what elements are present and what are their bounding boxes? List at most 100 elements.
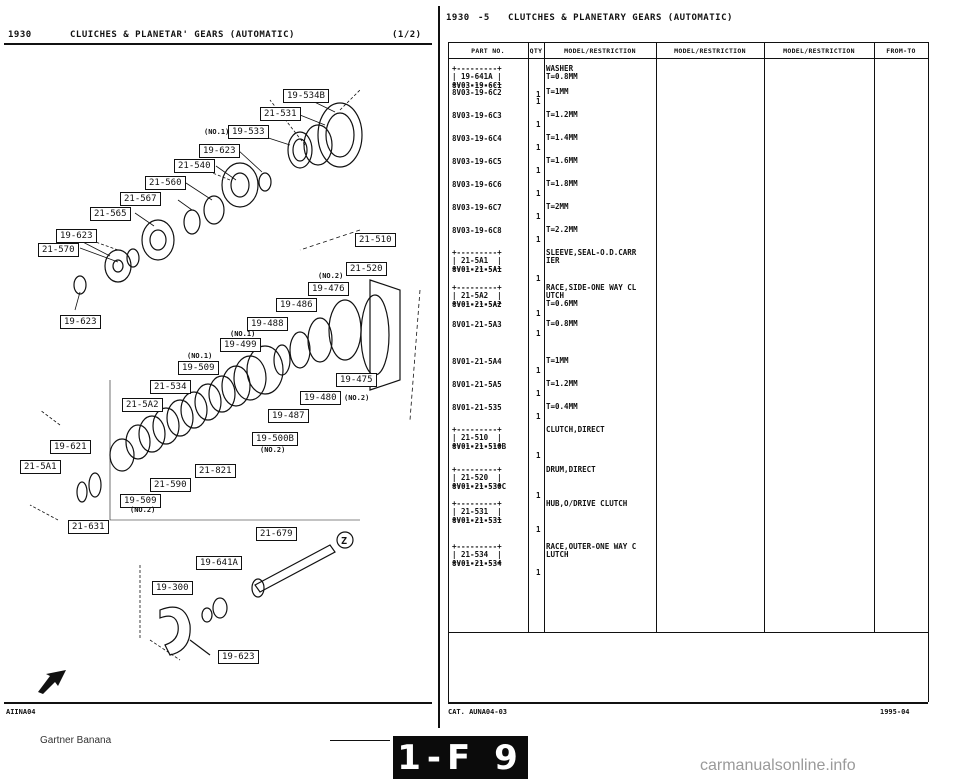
diagram-label: 19-623: [199, 144, 240, 158]
diagram-label: 19-488: [247, 317, 288, 331]
diagram-label: 19-533: [228, 125, 269, 139]
column-header-part-no: PART NO.: [471, 47, 505, 55]
col-line: [874, 42, 875, 632]
part-number: 8V03-19-6C4: [452, 134, 502, 143]
quantity: 1: [536, 568, 541, 577]
column-header-model-2: MODEL/RESTRICTION: [674, 47, 746, 55]
quantity: 1: [536, 451, 541, 460]
exploded-diagram: Z: [29, 89, 421, 661]
col-line: [528, 42, 529, 632]
part-number: 8V01-21-534: [452, 559, 502, 568]
part-number: 8V03-19-6C2: [452, 88, 502, 97]
page-divider: [438, 6, 440, 728]
quantity: 1: [536, 329, 541, 338]
diagram-note: (NO.1): [187, 352, 213, 360]
column-header-model-1: MODEL/RESTRICTION: [564, 47, 636, 55]
quantity: 1: [536, 143, 541, 152]
quantity: 1: [536, 525, 541, 534]
part-number: 8V03-19-6C5: [452, 157, 502, 166]
diagram-label: 21-560: [145, 176, 186, 190]
diagram-label: 21-567: [120, 192, 161, 206]
brake-band: [159, 606, 191, 656]
diagram-label: 19-623: [56, 229, 97, 243]
right-footer-date: 1995-04: [880, 708, 910, 716]
output-gear: [104, 249, 132, 283]
column-header-model-3: MODEL/RESTRICTION: [783, 47, 855, 55]
description: T=2MM: [546, 203, 569, 211]
group-reference: +---------+ | 21-5A1 | +---------+: [452, 248, 502, 273]
description: T=1.8MM: [546, 180, 578, 188]
description: RACE,SIDE-ONE WAY CL UTCH T=0.6MM: [546, 284, 637, 308]
diagram-label: 21-570: [38, 243, 79, 257]
quantity: 1: [536, 166, 541, 175]
diagram-label: 21-679: [256, 527, 297, 541]
table-bottom-rule: [448, 632, 928, 633]
description: CLUTCH,DIRECT: [546, 426, 605, 434]
right-header-dash: -5: [478, 13, 490, 23]
group-reference: +---------+ | 21-510 | +---------+: [452, 425, 502, 450]
diagram-label: 19-476: [308, 282, 349, 296]
description: T=0.4MM: [546, 403, 578, 411]
diagram-label: 19-534B: [283, 89, 329, 103]
part-number: 8V01-21-5A3: [452, 320, 502, 329]
diagram-label: 21-590: [150, 478, 191, 492]
description: WASHER T=0.8MM: [546, 65, 578, 81]
diagram-note: (NO.2): [130, 506, 156, 514]
part-number: 8V01-21-5A4: [452, 357, 502, 366]
watermark-right: carmanualsonline.info: [700, 757, 856, 774]
diagram-label: 19-487: [268, 409, 309, 423]
diagram-label: 21-821: [195, 464, 236, 478]
diagram-label: 19-621: [50, 440, 91, 454]
quantity: 1: [536, 389, 541, 398]
watermark-left: Gartner Banana: [40, 735, 112, 746]
part-number: 8V03-19-6C1: [452, 81, 502, 90]
left-footer-code: AIINA04: [6, 708, 36, 716]
col-line: [764, 42, 765, 632]
group-reference: +---------+ | 21-534 | +---------+: [452, 542, 502, 567]
z-marker: [336, 531, 354, 549]
diagram-label: 21-510: [355, 233, 396, 247]
right-footer-catalog: CAT. AUNA04-03: [448, 708, 508, 716]
description: T=1MM: [546, 357, 569, 365]
diagram-label: 21-531: [260, 107, 301, 121]
left-header-rule: [4, 43, 432, 45]
group-reference: +---------+ | 21-5A2 | +---------+: [452, 283, 502, 308]
diagram-label: 19-500B: [252, 432, 298, 446]
part-number: 8V01-21-5A5: [452, 380, 502, 389]
diagram-label: 19-509: [178, 361, 219, 375]
quantity: 1: [536, 212, 541, 221]
part-number: 8V03-19-6C3: [452, 111, 502, 120]
quantity: 1: [536, 189, 541, 198]
description: T=2.2MM: [546, 226, 578, 234]
description: T=1.6MM: [546, 157, 578, 165]
diagram-label: 21-5A2: [122, 398, 163, 412]
part-number: 8V01-21-530C: [452, 482, 507, 491]
part-number: 8V01-21-535: [452, 403, 502, 412]
description: T=0.8MM: [546, 320, 578, 328]
clutch-drum: [317, 102, 363, 168]
sun-gear: [141, 219, 175, 261]
diagram-label: 19-641A: [196, 556, 242, 570]
right-footer-rule: [448, 702, 928, 704]
thrust-washer: [212, 597, 228, 619]
hub-ring: [303, 124, 333, 166]
part-number: 8V01-21-510B: [452, 442, 507, 451]
column-header-from-to: FROM-TO: [886, 47, 916, 55]
front-arrow-icon: [38, 670, 66, 694]
diagram-label: 19-623: [218, 650, 259, 664]
washer-ring: [258, 172, 272, 192]
right-header-number: 1930: [446, 13, 470, 23]
left-header-number: 1930: [8, 30, 32, 40]
group-reference: +---------+ | 21-520 | +---------+: [452, 465, 502, 490]
column-header-qty: QTY: [529, 47, 543, 55]
quantity: 1: [536, 309, 541, 318]
banner-lead-line: [330, 740, 390, 741]
diagram-note: (NO.1): [204, 128, 230, 136]
part-number: 8V01-21-5A2: [452, 300, 502, 309]
quantity: 1: [536, 90, 541, 99]
diagram-note: (NO.2): [260, 446, 286, 454]
part-number: 8V03-19-6C7: [452, 203, 502, 212]
planetary-carrier: [221, 162, 259, 208]
left-header-page: (1/2): [392, 30, 422, 40]
diagram-label: 21-5A1: [20, 460, 61, 474]
